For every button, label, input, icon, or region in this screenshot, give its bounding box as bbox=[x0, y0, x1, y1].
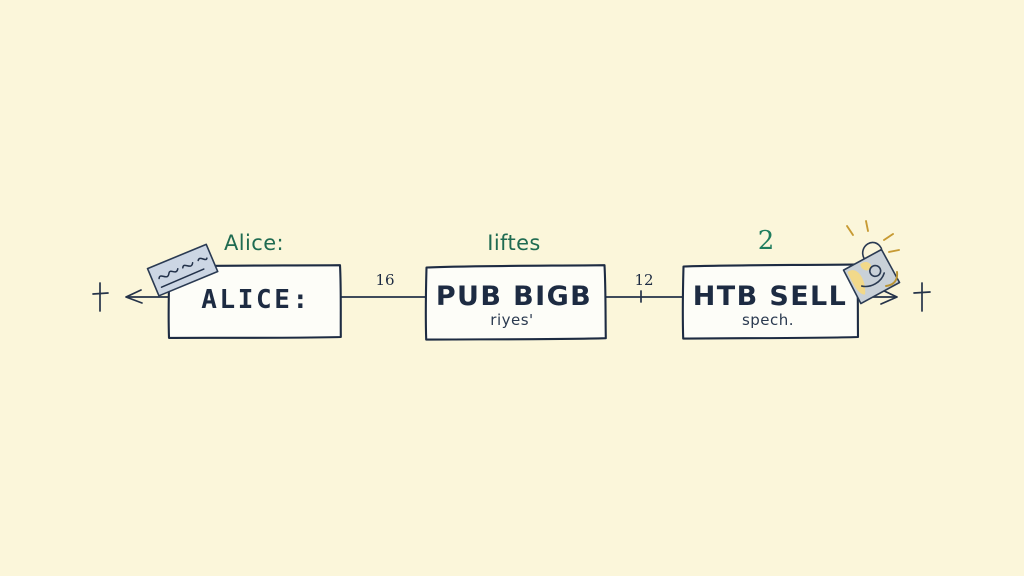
terminal-right-glyph bbox=[913, 282, 931, 312]
node-3-box[interactable] bbox=[681, 263, 860, 340]
edge-2-3-label: 12 bbox=[634, 271, 654, 289]
node-1-box[interactable] bbox=[167, 264, 342, 339]
node-2-header: Iiftes bbox=[487, 231, 541, 255]
node-2-title: PUB BIGB bbox=[435, 281, 593, 312]
node-3-header: 2 bbox=[757, 226, 775, 256]
node-3-subtitle: spech. bbox=[741, 311, 795, 329]
node-2-box[interactable] bbox=[424, 264, 607, 341]
node-3-sparkle-icon bbox=[846, 220, 900, 253]
terminal-left-glyph bbox=[92, 282, 109, 312]
node-1-title: ALICE: bbox=[201, 285, 311, 315]
node-3-swoosh-icon bbox=[885, 271, 899, 287]
edge-left-out-arrowhead bbox=[125, 289, 143, 304]
node-3-title: HTB SELL bbox=[692, 281, 848, 312]
node-2-subtitle: riyes' bbox=[490, 311, 534, 329]
edge-right-out-arrowhead bbox=[880, 289, 898, 305]
node-3-padlock-tag-sticker bbox=[842, 241, 901, 305]
node-1-ticket-tag-sticker bbox=[146, 243, 219, 297]
node-1-header: Alice: bbox=[224, 231, 284, 255]
edge-1-2-label: 16 bbox=[375, 271, 395, 289]
